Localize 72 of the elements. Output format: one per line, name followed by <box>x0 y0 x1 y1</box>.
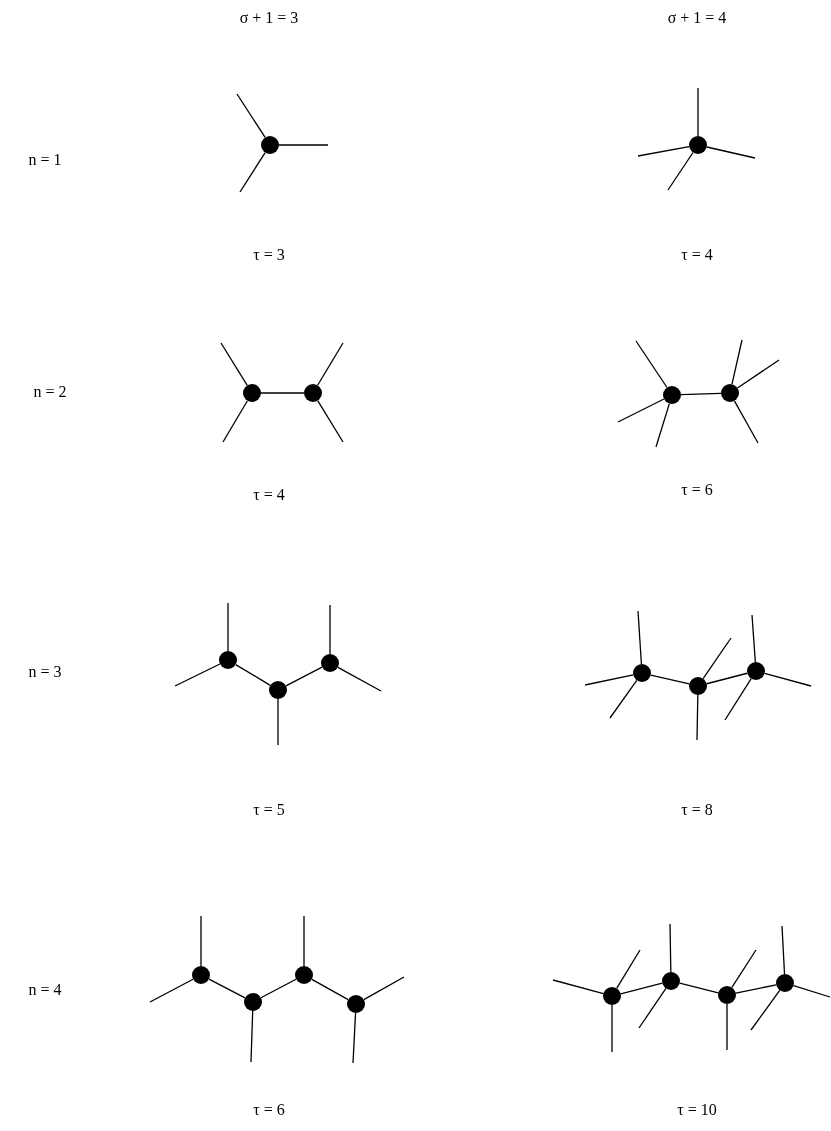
graph-edge <box>616 949 641 989</box>
graph-edge <box>239 151 266 193</box>
graph-edge <box>680 392 722 396</box>
graph-edge <box>751 614 756 663</box>
graph-edge <box>250 1010 254 1063</box>
graph-edge <box>733 400 759 444</box>
math-label: τ = 3 <box>253 247 285 263</box>
graph-edge <box>363 976 405 1001</box>
math-label: τ = 6 <box>681 482 713 498</box>
graph-edge <box>617 398 665 423</box>
graph-edge <box>236 93 266 139</box>
graph-edge <box>149 978 194 1003</box>
graph-edge <box>200 915 202 967</box>
math-label: τ = 5 <box>253 802 285 818</box>
graph-edge <box>352 1012 357 1064</box>
graph-edge <box>317 342 344 386</box>
math-label: σ + 1 = 3 <box>239 10 299 26</box>
graph-edge <box>227 602 229 652</box>
graph-edge <box>638 987 667 1029</box>
math-label: τ = 6 <box>253 1102 285 1118</box>
graph-edge <box>552 979 604 995</box>
graph-edge <box>731 949 757 989</box>
graph-edge <box>669 923 672 973</box>
graph-edge <box>650 674 690 685</box>
graph-edge <box>620 982 663 995</box>
graph-edge <box>329 604 331 655</box>
graph-edge <box>635 340 668 389</box>
graph-edge <box>724 677 752 721</box>
graph-edge <box>609 679 638 719</box>
math-label: n = 2 <box>33 384 67 400</box>
graph-edge <box>285 666 323 687</box>
graph-edge <box>222 400 249 443</box>
graph-edge <box>208 978 246 999</box>
graph-edge <box>260 392 305 394</box>
graph-edge <box>736 359 780 389</box>
graph-edge <box>260 978 297 999</box>
graph-edge <box>667 151 694 191</box>
graph-edge <box>696 694 699 741</box>
graph-edge <box>584 674 634 686</box>
graph-edge <box>750 989 781 1031</box>
graph-edge <box>706 672 748 685</box>
math-label: n = 1 <box>28 152 62 168</box>
graph-edge <box>278 144 329 146</box>
graph-edge <box>679 982 719 994</box>
graph-edge <box>726 1003 728 1051</box>
graph-edge <box>611 1004 613 1053</box>
math-label: τ = 10 <box>677 1102 717 1118</box>
graph-edge <box>303 915 305 967</box>
graph-edge <box>235 664 271 686</box>
graph-edge <box>277 698 279 746</box>
graph-edge <box>792 985 831 998</box>
graph-edge <box>735 984 777 994</box>
graph-edge <box>706 146 756 159</box>
graph-edge <box>781 925 786 975</box>
math-label: n = 3 <box>28 664 62 680</box>
graph-edge <box>655 402 670 448</box>
graph-edge <box>317 400 344 443</box>
math-label: τ = 8 <box>681 802 713 818</box>
graph-edge <box>702 637 732 680</box>
graph-edge <box>220 342 248 386</box>
math-label: τ = 4 <box>253 487 285 503</box>
graph-edge <box>637 145 690 157</box>
graph-edge <box>697 87 699 137</box>
graph-edge <box>337 666 382 692</box>
graph-edge <box>731 339 743 385</box>
math-label: n = 4 <box>28 982 62 998</box>
graph-edge <box>174 663 221 687</box>
graph-edge <box>311 978 349 1001</box>
graph-edge <box>764 672 812 687</box>
math-label: σ + 1 = 4 <box>667 10 727 26</box>
math-label: τ = 4 <box>681 247 713 263</box>
graph-edge <box>637 610 643 665</box>
